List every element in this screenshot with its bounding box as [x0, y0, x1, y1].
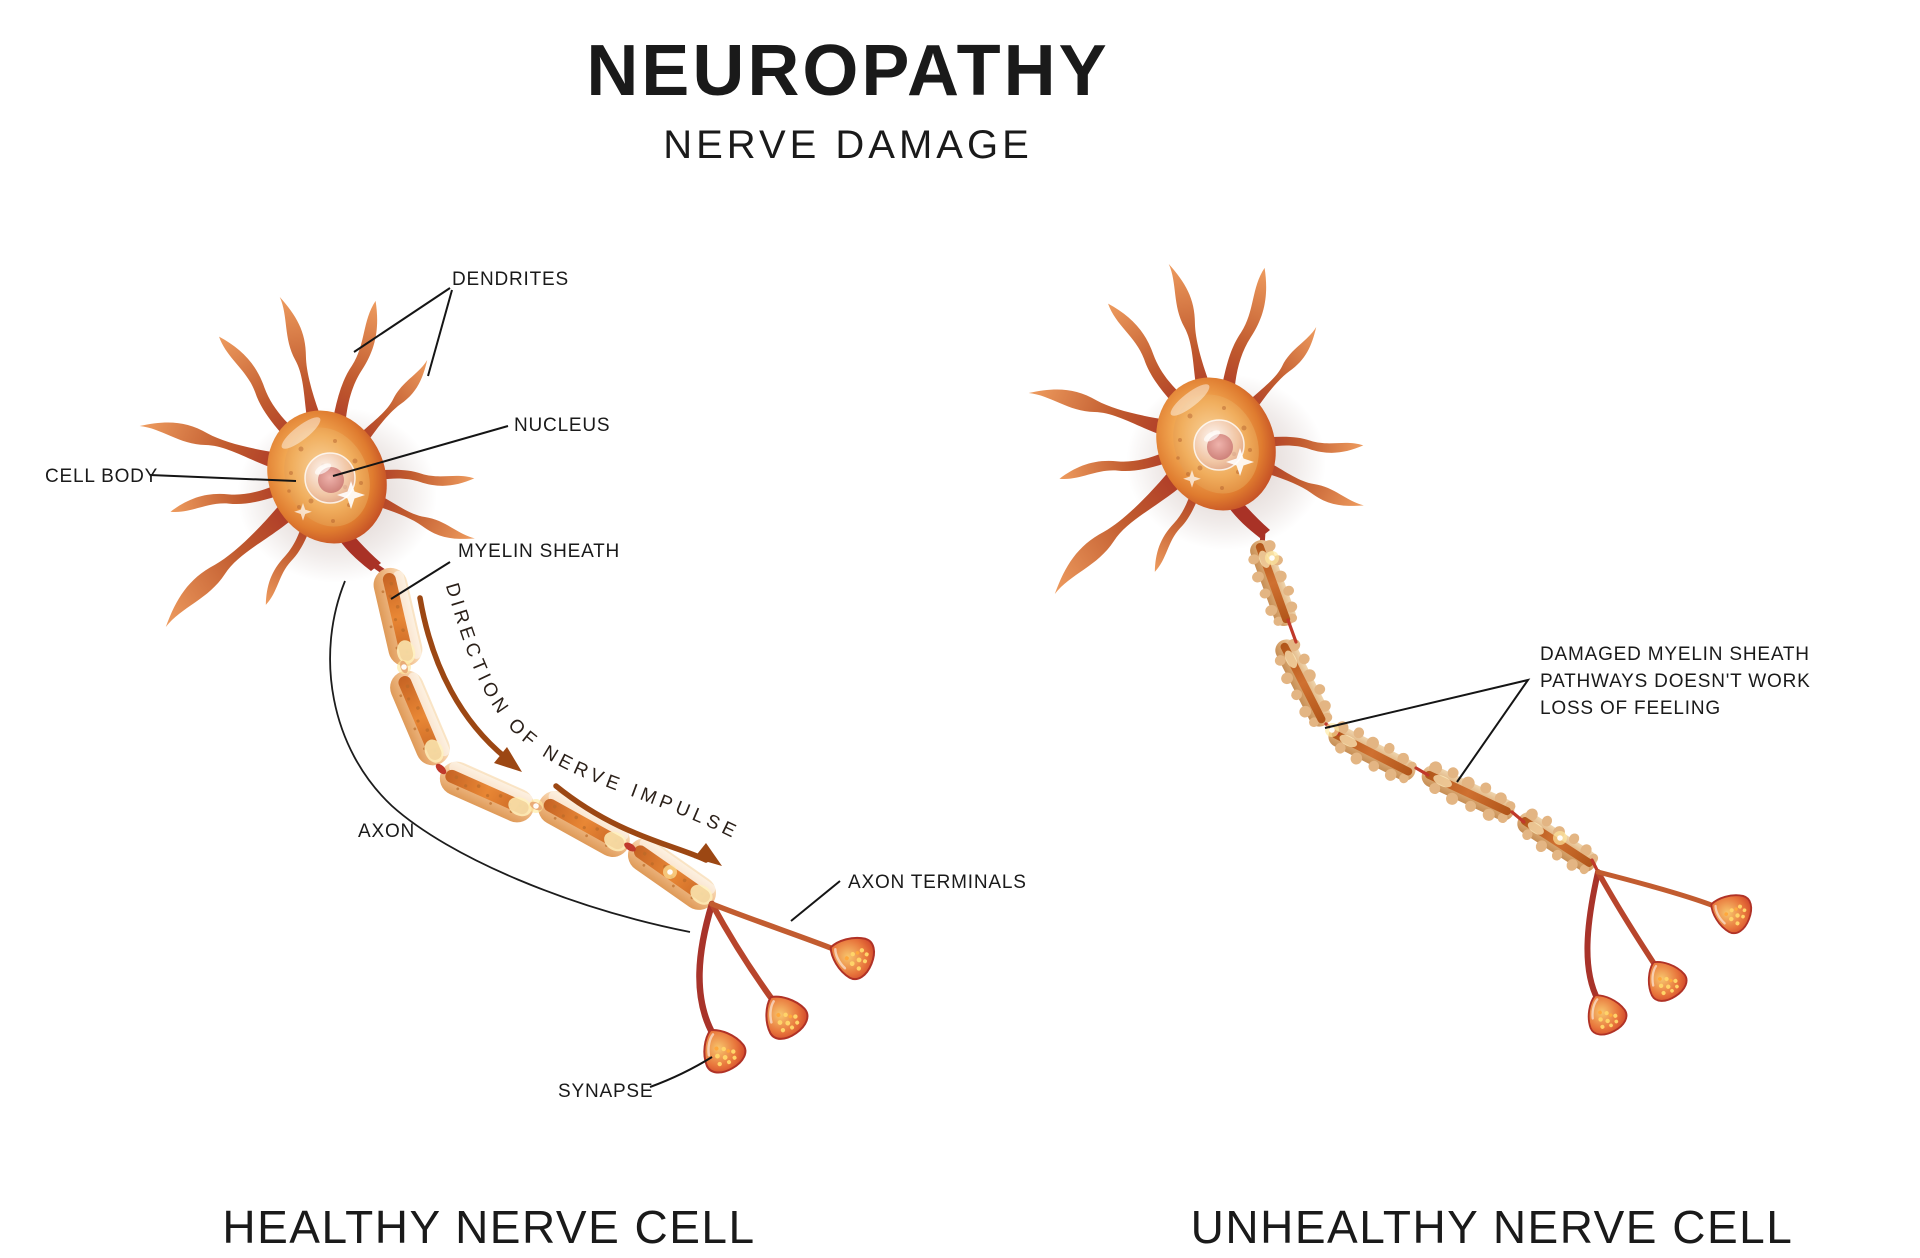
pointer-lines — [149, 287, 1531, 1088]
label-axon: AXON — [358, 821, 415, 842]
label-axon-terminals: AXON TERMINALS — [848, 872, 1027, 893]
page-subtitle: NERVE DAMAGE — [663, 123, 1033, 167]
axon-brace-line — [329, 580, 691, 933]
pointer-line-nucleus — [332, 425, 509, 477]
pointer-line-synapse — [649, 1056, 713, 1088]
page-title: NEUROPATHY — [586, 31, 1109, 111]
pointer-line-myelin-sheath — [390, 561, 451, 600]
pointer-line-dendrites-1 — [353, 287, 451, 353]
pointer-line-axon-terminals — [790, 880, 841, 922]
unhealthy-neuron-illustration — [1029, 260, 1758, 1042]
label-damaged-myelin-line1: DAMAGED MYELIN SHEATH — [1540, 644, 1810, 665]
label-nucleus: NUCLEUS — [514, 415, 610, 436]
pointer-line-dendrites-2 — [427, 289, 453, 377]
healthy-axon-terminals — [690, 900, 881, 1080]
label-dendrites: DENDRITES — [452, 269, 569, 290]
label-cell-body: CELL BODY — [45, 466, 158, 487]
label-synapse: SYNAPSE — [558, 1081, 653, 1102]
unhealthy-axon-terminals — [1576, 869, 1758, 1042]
healthy-axon-myelin — [370, 564, 723, 917]
label-myelin-sheath: MYELIN SHEATH — [458, 541, 620, 562]
label-damaged-myelin-line3: LOSS OF FEELING — [1540, 698, 1721, 719]
impulse-arrows — [417, 595, 722, 866]
caption-healthy-nerve-cell: HEALTHY NERVE CELL — [222, 1201, 755, 1253]
pointer-line-damaged-myelin — [1324, 678, 1531, 783]
pointer-line-cell-body — [149, 474, 297, 482]
label-damaged-myelin-line2: PATHWAYS DOESN'T WORK — [1540, 671, 1811, 692]
caption-unhealthy-nerve-cell: UNHEALTHY NERVE CELL — [1191, 1201, 1794, 1253]
